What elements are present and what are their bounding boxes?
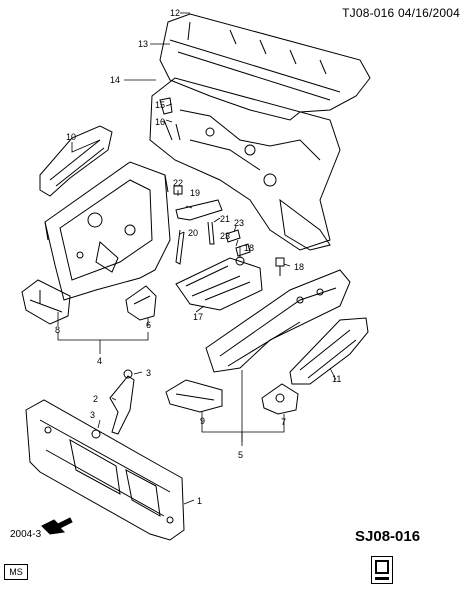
callout-7: 7 bbox=[281, 417, 286, 427]
bolt-18 bbox=[275, 257, 285, 276]
bracket-8 bbox=[21, 279, 71, 325]
bracket-9 bbox=[165, 379, 223, 413]
callout-15: 15 bbox=[155, 100, 165, 110]
year-code: 2004-3 bbox=[10, 529, 42, 540]
callout-10: 10 bbox=[66, 132, 76, 142]
callout-13: 13 bbox=[138, 39, 148, 49]
side-member-11 bbox=[289, 317, 369, 385]
callout-17: 17 bbox=[193, 312, 203, 322]
callout-19: 19 bbox=[190, 188, 200, 198]
callout-20: 20 bbox=[188, 228, 198, 238]
callout-8: 8 bbox=[55, 325, 60, 335]
callout-6: 6 bbox=[146, 320, 151, 330]
callout-21: 21 bbox=[220, 214, 230, 224]
diagram-code: SJ08-016 bbox=[355, 528, 421, 545]
callout-12: 12 bbox=[170, 8, 180, 18]
gm-logo-icon bbox=[371, 556, 393, 584]
diagram-header: TJ08-016 04/16/2004 bbox=[342, 6, 460, 20]
callout-2: 2 bbox=[93, 394, 98, 404]
bracket-10 bbox=[39, 125, 113, 197]
callout-14: 14 bbox=[110, 75, 120, 85]
callout-3a: 3 bbox=[146, 368, 151, 378]
bracket-7 bbox=[261, 383, 299, 415]
radiator-support-1 bbox=[25, 399, 185, 541]
callout-23a: 23 bbox=[234, 218, 244, 228]
callout-1: 1 bbox=[197, 496, 202, 506]
callout-9: 9 bbox=[200, 416, 205, 426]
cowl-panel bbox=[149, 13, 371, 251]
callout-18b: 18 bbox=[244, 243, 254, 253]
leader-lines bbox=[57, 12, 337, 505]
front-arrow bbox=[41, 517, 73, 535]
brace-parts bbox=[173, 185, 251, 266]
callout-3b: 3 bbox=[90, 410, 95, 420]
callout-4: 4 bbox=[97, 356, 102, 366]
bracket-6 bbox=[125, 285, 157, 321]
callout-16: 16 bbox=[155, 117, 165, 127]
side-member-5 bbox=[205, 269, 351, 373]
callout-22: 22 bbox=[173, 178, 183, 188]
callout-5: 5 bbox=[238, 450, 243, 460]
inner-panel bbox=[44, 161, 171, 301]
ms-badge: MS bbox=[4, 564, 28, 580]
floor-plate-17 bbox=[175, 257, 263, 311]
callout-23b: 23 bbox=[220, 231, 230, 241]
callout-18a: 18 bbox=[294, 262, 304, 272]
callout-numbers: 1 2 3 3 4 5 6 7 8 9 10 11 12 13 14 15 16… bbox=[55, 8, 341, 506]
callout-11: 11 bbox=[332, 374, 341, 384]
